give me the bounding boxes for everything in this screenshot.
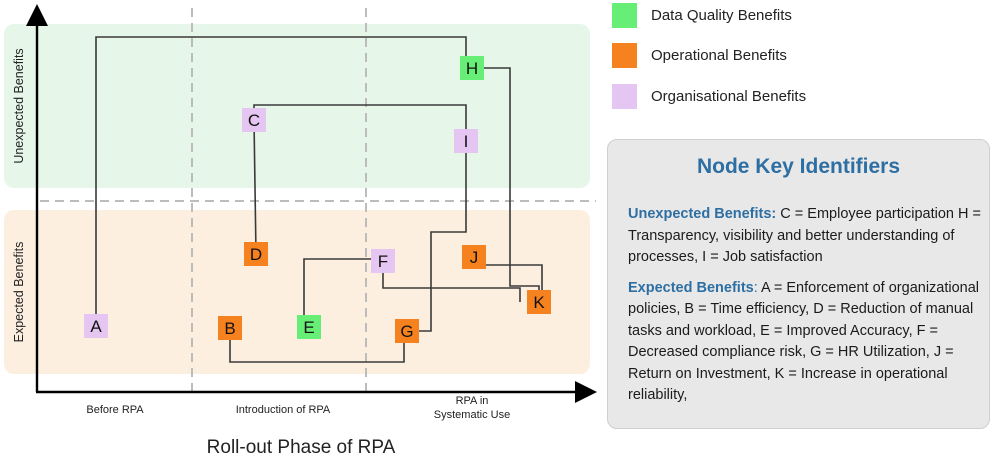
x-phase-label-line: RPA in [456, 395, 489, 407]
x-axis-title: Roll-out Phase of RPA [207, 437, 396, 458]
node-H-label: H [466, 59, 478, 78]
unexpected-benefits-text: C = Employee participation H = Transpare… [628, 206, 981, 265]
axes [26, 4, 597, 403]
node-key-title: Node Key Identifiers [696, 155, 901, 178]
x-phase-label-before: Before RPA [86, 404, 144, 416]
node-I-box [454, 129, 478, 153]
node-B-box [218, 316, 242, 340]
legend-item-data-quality: Data Quality Benefits [612, 2, 792, 28]
node-A-box [84, 314, 108, 338]
legend-swatch-operational [612, 42, 637, 68]
legend-item-operational: Operational Benefits [612, 42, 787, 68]
expected-benefits-colon: : [753, 279, 758, 296]
node-K-label: K [533, 293, 545, 312]
legend-swatch-organisational [612, 83, 637, 109]
x-phase-label-line: Before RPA [86, 404, 144, 416]
node-E-box [297, 315, 321, 339]
x-phase-label-systematic: RPA in Systematic Use [434, 395, 510, 421]
expected-benefits-band [4, 210, 590, 374]
node-H: H [460, 56, 484, 80]
expected-benefits-text: A = Enforcement of organizational polici… [628, 279, 980, 404]
legend: Data Quality Benefits Operational Benefi… [612, 0, 992, 120]
node-C-label: C [248, 111, 260, 130]
connector-A-H [95, 36, 467, 326]
expected-benefits-key: Expected Benefits: A = Enforcement of or… [628, 278, 983, 407]
node-C-box [242, 108, 266, 132]
x-phase-label-intro: Introduction of RPA [236, 404, 331, 416]
node-J-label: J [470, 248, 479, 267]
node-C: C [242, 108, 266, 132]
legend-label-organisational: Organisational Benefits [651, 87, 807, 105]
node-key-panel: Node Key Identifiers Unexpected Benefits… [607, 139, 990, 429]
node-F: F [371, 249, 395, 273]
node-J: J [462, 245, 486, 269]
node-D: D [244, 242, 268, 266]
unexpected-benefits-key: Unexpected Benefits: C = Employee partic… [628, 204, 983, 269]
legend-label-operational: Operational Benefits [651, 46, 787, 64]
node-K-box [527, 290, 551, 314]
node-A: A [84, 314, 108, 338]
y-axis-label-unexpected: Unexpected Benefits [12, 48, 26, 163]
node-G: G [395, 319, 419, 343]
node-B-label: B [224, 319, 235, 338]
node-H-box [460, 56, 484, 80]
node-E: E [297, 315, 321, 339]
node-D-label: D [250, 245, 262, 264]
node-A-label: A [90, 317, 102, 336]
unexpected-benefits-heading: Unexpected Benefits: [628, 206, 777, 222]
connector-G-I [407, 141, 467, 332]
node-G-box [395, 319, 419, 343]
node-F-label: F [378, 252, 388, 271]
background-bands [4, 24, 590, 374]
connector-C-D [253, 119, 257, 255]
unexpected-benefits-band [4, 24, 590, 188]
node-key-body: Unexpected Benefits: C = Employee partic… [628, 204, 983, 416]
x-phase-label-line: Systematic Use [434, 409, 510, 421]
benefit-nodes: A B C D E F G H I J K [84, 56, 551, 343]
connector-B-G [229, 328, 405, 363]
benefits-diagram: A B C D E F G H I J K Unexpected BenefitsExpected … [4, 4, 597, 458]
node-I-label: I [464, 132, 469, 151]
node-G-label: G [400, 322, 413, 341]
legend-label-data-quality: Data Quality Benefits [651, 6, 792, 24]
legend-item-organisational: Organisational Benefits [612, 83, 806, 109]
node-I: I [454, 129, 478, 153]
node-J-box [462, 245, 486, 269]
y-axis-label-expected: Expected Benefits [12, 242, 26, 343]
x-phase-label-line: Introduction of RPA [236, 404, 331, 416]
x-axis-arrowhead [575, 381, 597, 403]
expected-benefits-heading: Expected Benefits [628, 279, 754, 296]
node-K: K [527, 290, 551, 314]
phase-dividers [40, 8, 596, 392]
legend-swatch-data-quality [612, 2, 637, 28]
node-F-box [371, 249, 395, 273]
connector-F-K [382, 261, 521, 302]
y-axis-arrowhead [26, 4, 48, 26]
node-E-label: E [303, 318, 314, 337]
node-D-box [244, 242, 268, 266]
node-B: B [218, 316, 242, 340]
